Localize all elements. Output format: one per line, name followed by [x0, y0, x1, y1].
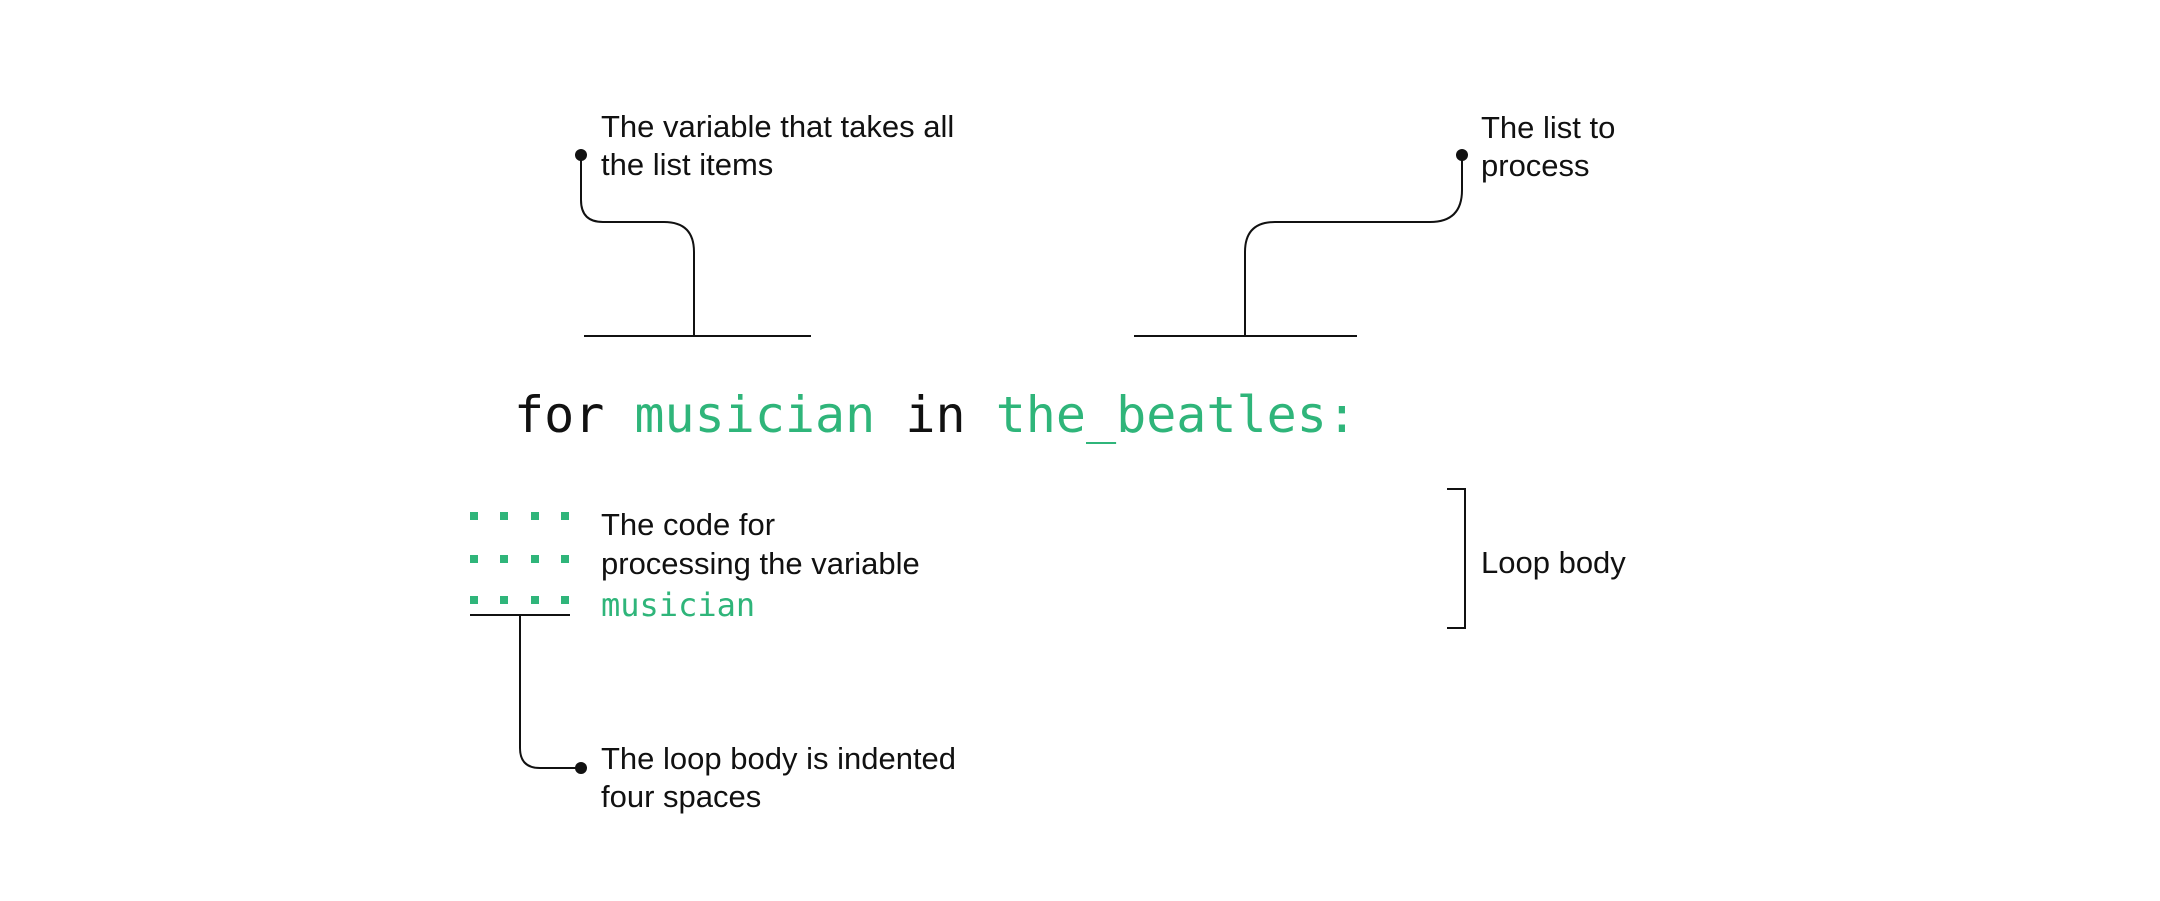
for-loop-code-line: for musician in the_beatles: — [514, 385, 1357, 445]
indent-dot-row — [470, 596, 570, 604]
body-annotation-line2: processing the variable — [601, 546, 920, 581]
indent-dot — [500, 555, 508, 563]
indent-callout-dot — [575, 762, 587, 774]
variable-callout-dot — [575, 149, 587, 161]
variable-callout-connector — [580, 156, 811, 337]
list-callout-connector — [1134, 156, 1463, 337]
indent-dot — [500, 512, 508, 520]
indent-dot — [561, 596, 569, 604]
body-annotation-line1: The code for — [601, 507, 776, 542]
code-variable: musician — [634, 386, 876, 444]
indent-dot — [470, 512, 478, 520]
variable-annotation-line2: the list items — [601, 147, 774, 182]
indent-dot — [470, 555, 478, 563]
indent-dot — [561, 512, 569, 520]
indent-dot — [531, 596, 539, 604]
body-annotation-variable: musician — [601, 586, 756, 624]
code-keyword-in: in — [905, 386, 966, 444]
indent-annotation-line2: four spaces — [601, 779, 762, 814]
indent-dot — [531, 512, 539, 520]
list-callout-dot — [1456, 149, 1468, 161]
variable-annotation-line1: The variable that takes all — [601, 109, 955, 144]
indent-dot-row — [470, 555, 570, 563]
list-annotation: The list to process — [1481, 109, 1615, 185]
variable-annotation: The variable that takes all the list ite… — [601, 108, 954, 184]
indent-annotation: The loop body is indented four spaces — [601, 740, 956, 816]
indent-dot-row — [470, 512, 570, 520]
indent-dot — [470, 596, 478, 604]
loop-body-label: Loop body — [1481, 545, 1626, 580]
indent-annotation-line1: The loop body is indented — [601, 741, 957, 776]
indent-callout-connector — [470, 614, 580, 769]
loop-body-bracket — [1447, 488, 1466, 629]
list-annotation-line2: process — [1481, 148, 1590, 183]
code-list-name: the_beatles: — [995, 386, 1357, 444]
list-annotation-line1: The list to — [1481, 110, 1616, 145]
code-keyword-for: for — [514, 386, 605, 444]
indent-dot — [500, 596, 508, 604]
loop-body-code-annotation: The code for processing the variable mus… — [601, 505, 920, 627]
indent-dot — [531, 555, 539, 563]
indent-dot — [561, 555, 569, 563]
indentation-dots — [470, 512, 570, 608]
